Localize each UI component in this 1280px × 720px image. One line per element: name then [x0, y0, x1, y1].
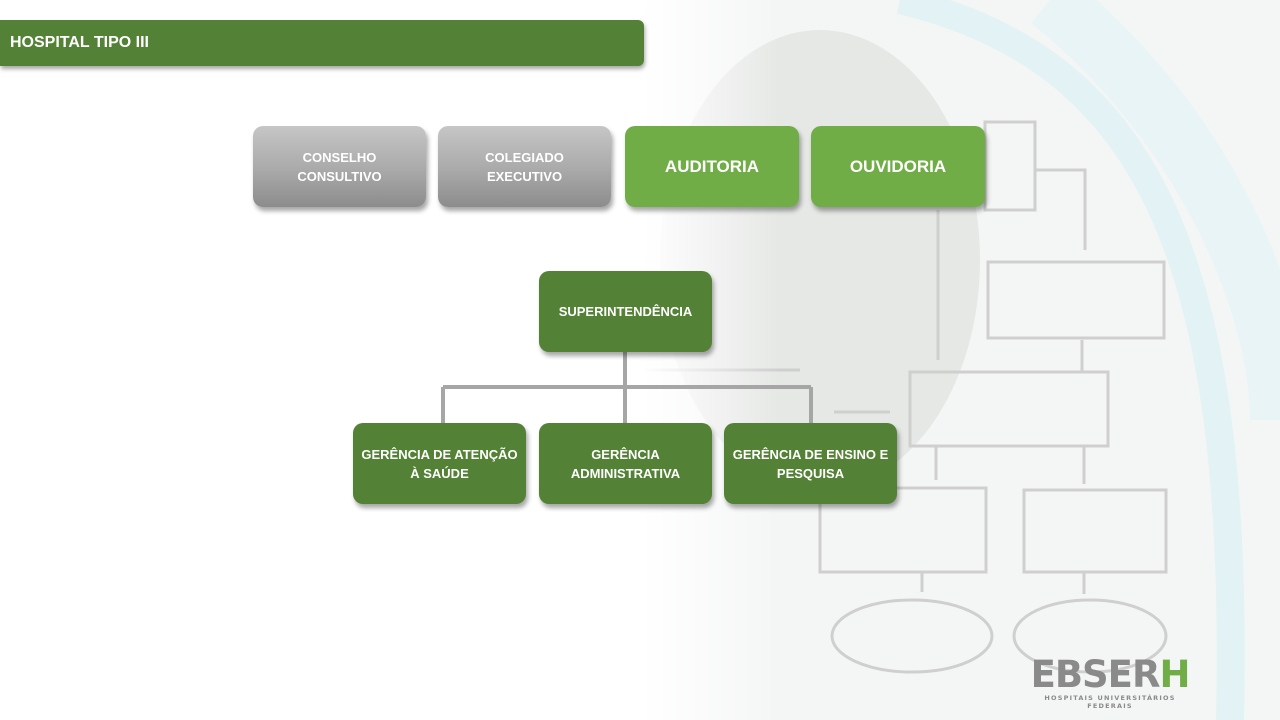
gerencia-ensino-pesquisa-label: GERÊNCIA DE ENSINO E PESQUISA [732, 446, 889, 481]
colegiado-executivo-label: COLEGIADO EXECUTIVO [485, 149, 564, 184]
gerencia-atencao-saude-label: GERÊNCIA DE ATENÇÃO À SAÚDE [361, 446, 518, 481]
conselho-consultivo-label: CONSELHO CONSULTIVO [297, 149, 382, 184]
gerencia-administrativa-label: GERÊNCIA ADMINISTRATIVA [570, 446, 681, 481]
ouvidoria-box: OUVIDORIA [811, 126, 985, 207]
logo-subtitle: HOSPITAIS UNIVERSITÁRIOS FEDERAIS [1044, 694, 1176, 710]
ebserh-logo: EBSERH HOSPITAIS UNIVERSITÁRIOS FEDERAIS [1024, 656, 1196, 711]
conselho-consultivo-box: CONSELHO CONSULTIVO [253, 126, 426, 207]
logo-accent-text: H [1159, 653, 1190, 696]
superintendencia-box: SUPERINTENDÊNCIA [539, 271, 712, 352]
gerencia-administrativa-box: GERÊNCIA ADMINISTRATIVA [539, 423, 712, 504]
logo-main-text: EBSER [1030, 653, 1161, 696]
gerencia-ensino-pesquisa-box: GERÊNCIA DE ENSINO E PESQUISA [724, 423, 897, 504]
ouvidoria-label: OUVIDORIA [849, 157, 947, 176]
gerencia-atencao-saude-box: GERÊNCIA DE ATENÇÃO À SAÚDE [353, 423, 526, 504]
superintendencia-label: SUPERINTENDÊNCIA [558, 304, 693, 319]
colegiado-executivo-box: COLEGIADO EXECUTIVO [438, 126, 611, 207]
logo-wordmark: EBSERH [1024, 656, 1196, 694]
page-title: HOSPITAL TIPO III [10, 34, 149, 51]
auditoria-box: AUDITORIA [625, 126, 799, 207]
auditoria-label: AUDITORIA [664, 157, 760, 176]
page-title-bar: HOSPITAL TIPO III [0, 20, 644, 66]
